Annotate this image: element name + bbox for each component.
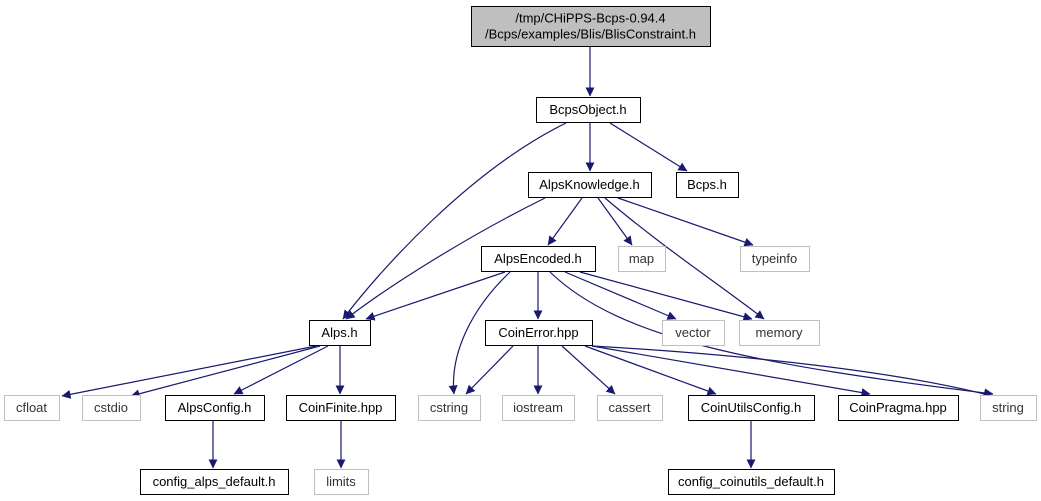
node-box-configcoinutils [668,469,835,495]
edge-coinerror-to-string [591,345,993,399]
node-label-root-line-2: /Bcps/examples/Blis/BlisConstraint.h [485,27,696,42]
edge-alpsknowledge-to-typeinfo [617,197,754,247]
node-label-coinerror: CoinError.hpp [498,325,578,340]
node-box-bcpsobject [536,97,641,123]
node-alps[interactable]: Alps.h [309,320,371,346]
node-string: string [980,395,1037,421]
edge-alps-to-cstdio [130,345,321,399]
node-map: map [618,246,666,272]
node-box-cstdio [82,395,141,421]
node-box-alpsencoded [481,246,596,272]
edge-coinerror-to-cassert [561,345,616,395]
nodes: /tmp/CHiPPS-Bcps-0.94.4/Bcps/examples/Bl… [4,6,1037,495]
node-iostream: iostream [502,395,575,421]
node-label-alpsknowledge: AlpsKnowledge.h [539,177,639,192]
node-box-string [980,395,1037,421]
node-bcpsobject[interactable]: BcpsObject.h [536,97,641,123]
node-box-alpsknowledge [528,172,652,198]
edge-coinerror-to-cstring [465,345,514,395]
edge-alpsencoded-to-string [549,271,994,398]
node-box-typeinfo [740,246,810,272]
node-memory: memory [739,320,820,346]
node-coinutilsconfig[interactable]: CoinUtilsConfig.h [688,395,815,421]
node-label-coinpragma: CoinPragma.hpp [849,400,947,415]
edge-alpsencoded-to-cstring [448,271,511,395]
node-label-bcpsobject: BcpsObject.h [549,102,626,117]
edge-alpsencoded-to-vector [564,271,677,320]
node-box-cassert [597,395,663,421]
node-box-alps [309,320,371,346]
edge-alps-to-cfloat [61,345,317,399]
node-label-alpsencoded: AlpsEncoded.h [494,251,581,266]
node-label-coinutilsconfig: CoinUtilsConfig.h [701,400,801,415]
node-cstdio: cstdio [82,395,141,421]
node-label-typeinfo: typeinfo [752,251,798,266]
edge-alps-to-alpsconfig [233,345,329,395]
node-configcoinutils[interactable]: config_coinutils_default.h [668,469,835,495]
node-label-root-line-1: /tmp/CHiPPS-Bcps-0.94.4 [515,11,665,26]
node-label-iostream: iostream [513,400,563,415]
node-label-limits: limits [326,474,356,489]
node-label-cstring: cstring [430,400,468,415]
edge-alpsknowledge-to-memory [604,197,765,320]
node-box-map [618,246,666,272]
node-alpsencoded[interactable]: AlpsEncoded.h [481,246,596,272]
node-label-vector: vector [675,325,711,340]
edge-alpsencoded-to-memory [579,271,753,322]
edge-alpsknowledge-to-alps [345,197,546,320]
node-box-limits [314,469,369,495]
node-box-memory [739,320,820,346]
node-label-cfloat: cfloat [16,400,47,415]
edge-alpsknowledge-to-alpsencoded [547,197,583,246]
edge-bcpsobject-to-bcps [609,122,688,172]
edge-bcpsobject-to-alps [342,122,567,320]
node-vector: vector [662,320,725,346]
node-box-bcps [676,172,739,198]
node-box-iostream [502,395,575,421]
node-cfloat: cfloat [4,395,60,421]
node-typeinfo: typeinfo [740,246,810,272]
node-alpsknowledge[interactable]: AlpsKnowledge.h [528,172,652,198]
node-label-memory: memory [756,325,803,340]
node-box-alpsconfig [165,395,265,421]
edge-coinerror-to-coinpragma [591,345,871,397]
node-coinerror[interactable]: CoinError.hpp [485,320,593,346]
node-label-configalps: config_alps_default.h [153,474,276,489]
node-cstring: cstring [418,395,481,421]
edges [61,47,994,469]
edge-coinerror-to-coinutilsconfig [584,345,717,396]
node-coinfinite[interactable]: CoinFinite.hpp [286,395,396,421]
node-label-bcps: Bcps.h [687,177,727,192]
node-label-configcoinutils: config_coinutils_default.h [678,474,824,489]
edge-alpsknowledge-to-map [597,197,633,246]
node-limits: limits [314,469,369,495]
node-label-coinfinite: CoinFinite.hpp [299,400,383,415]
node-label-map: map [629,251,654,266]
node-box-coinutilsconfig [688,395,815,421]
node-box-cfloat [4,395,60,421]
node-box-configalps [140,469,289,495]
node-configalps[interactable]: config_alps_default.h [140,469,289,495]
node-box-coinpragma [838,395,959,421]
node-box-cstring [418,395,481,421]
node-label-alps: Alps.h [321,325,357,340]
node-label-string: string [992,400,1024,415]
node-label-cstdio: cstdio [94,400,128,415]
node-box-coinfinite [286,395,396,421]
node-box-coinerror [485,320,593,346]
node-label-cassert: cassert [609,400,651,415]
node-label-alpsconfig: AlpsConfig.h [178,400,252,415]
node-box-root [471,6,711,47]
node-coinpragma[interactable]: CoinPragma.hpp [838,395,959,421]
node-alpsconfig[interactable]: AlpsConfig.h [165,395,265,421]
edge-alpsencoded-to-alps [365,271,506,321]
node-box-vector [662,320,725,346]
node-cassert: cassert [597,395,663,421]
node-root[interactable]: /tmp/CHiPPS-Bcps-0.94.4/Bcps/examples/Bl… [471,6,711,47]
node-bcps[interactable]: Bcps.h [676,172,739,198]
